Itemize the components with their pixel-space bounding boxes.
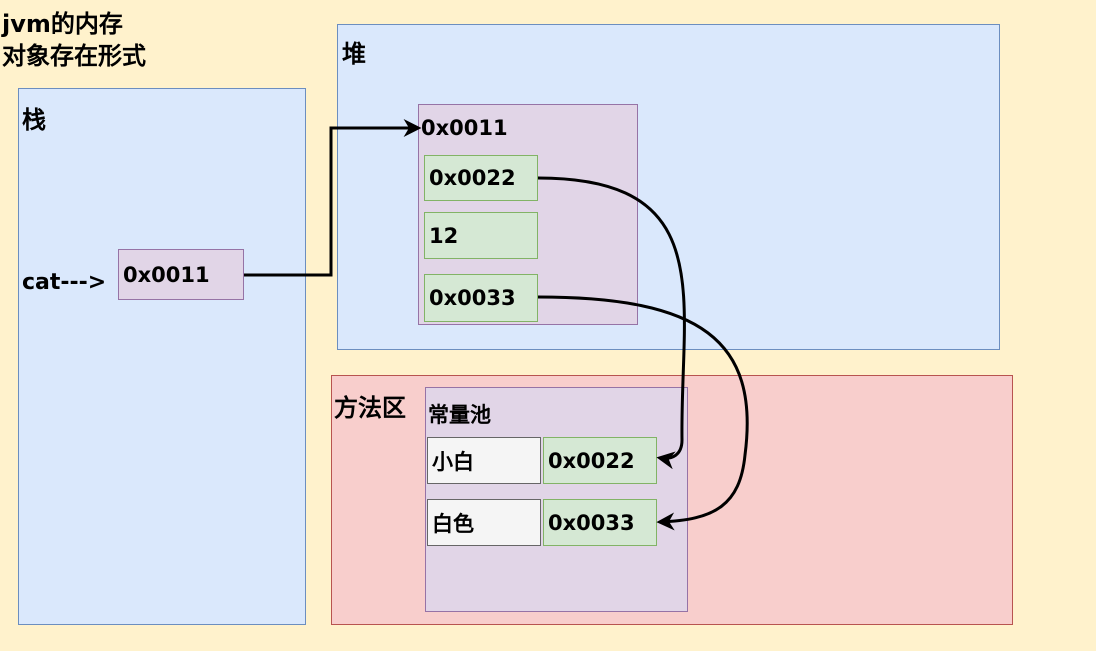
stack-variable-label: cat---> xyxy=(22,270,107,295)
method-area-label: 方法区 xyxy=(334,394,406,422)
arrow-field-to-constant-2 xyxy=(537,295,749,531)
constant-pool-value-1: 小白 xyxy=(427,437,541,484)
constant-pool-address-2: 0x0033 xyxy=(543,499,657,546)
stack-reference-box: 0x0011 xyxy=(118,249,244,300)
heap-field-color-ref: 0x0033 xyxy=(424,274,538,322)
stack-label: 栈 xyxy=(22,106,46,134)
heap-object-address: 0x0011 xyxy=(421,116,508,140)
heap-field-name-ref: 0x0022 xyxy=(424,155,538,201)
arrow-stack-to-heap-object xyxy=(244,119,422,277)
stack-region xyxy=(18,88,306,625)
heap-label: 堆 xyxy=(342,40,366,68)
title-line-2: 对象存在形式 xyxy=(2,42,146,70)
constant-pool-address-1: 0x0022 xyxy=(543,437,657,484)
arrow-field-to-constant-1 xyxy=(537,176,686,470)
title-line-1: jvm的内存 xyxy=(2,10,123,38)
constant-pool-label: 常量池 xyxy=(428,403,491,427)
heap-field-age: 12 xyxy=(424,212,538,259)
constant-pool-value-2: 白色 xyxy=(427,499,541,546)
diagram-title: jvm的内存 对象存在形式 xyxy=(2,8,146,72)
